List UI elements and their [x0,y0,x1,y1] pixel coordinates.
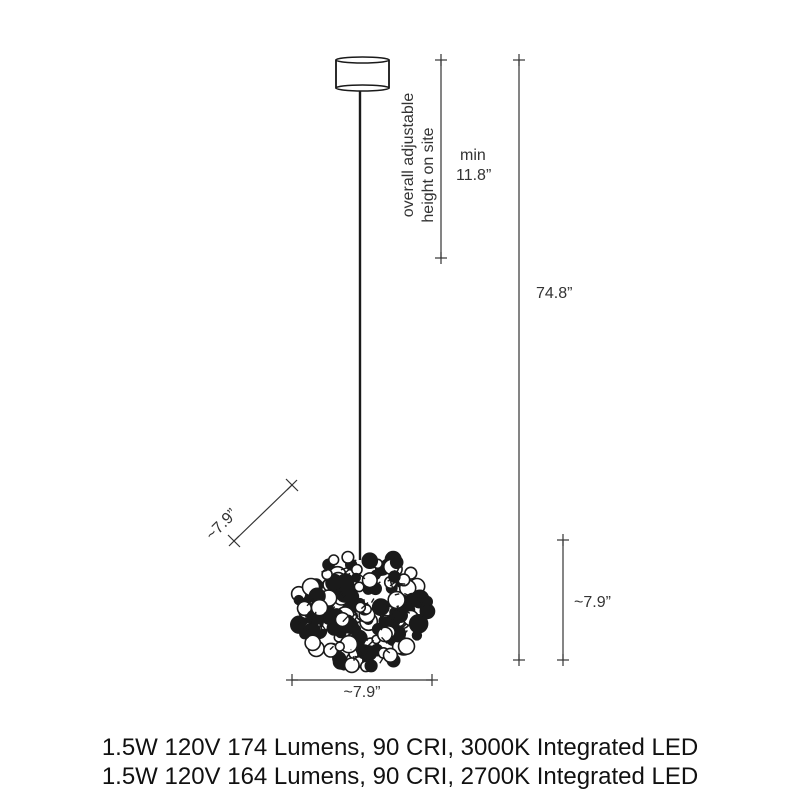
spec-line-2700k: 1.5W 120V 164 Lumens, 90 CRI, 2700K Inte… [101,763,699,790]
shade-width-value: ~7.9” [344,684,381,701]
spec-line-3000k: 1.5W 120V 174 Lumens, 90 CRI, 3000K Inte… [101,734,699,761]
canopy [335,56,390,92]
shade-height-dimension [557,534,569,666]
leaf-cluster-shade [290,550,436,674]
shade-width-dimension [286,674,438,686]
overall-height-value: 74.8” [536,285,572,302]
led-specifications: 1.5W 120V 174 Lumens, 90 CRI, 3000K Inte… [0,733,800,791]
overall-height-dimension [513,54,525,666]
shade-depth-dimension [227,478,299,548]
adjustable-height-dimension [435,54,447,264]
adjustable-height-label-line1: overall adjustable [400,93,417,218]
shade-depth-value: ~7.9” [203,506,241,544]
min-value: 11.8” [456,167,491,184]
min-label: min [460,147,486,164]
shade-height-value: ~7.9” [574,594,611,611]
adjustable-height-label-line2: height on site [420,127,437,222]
